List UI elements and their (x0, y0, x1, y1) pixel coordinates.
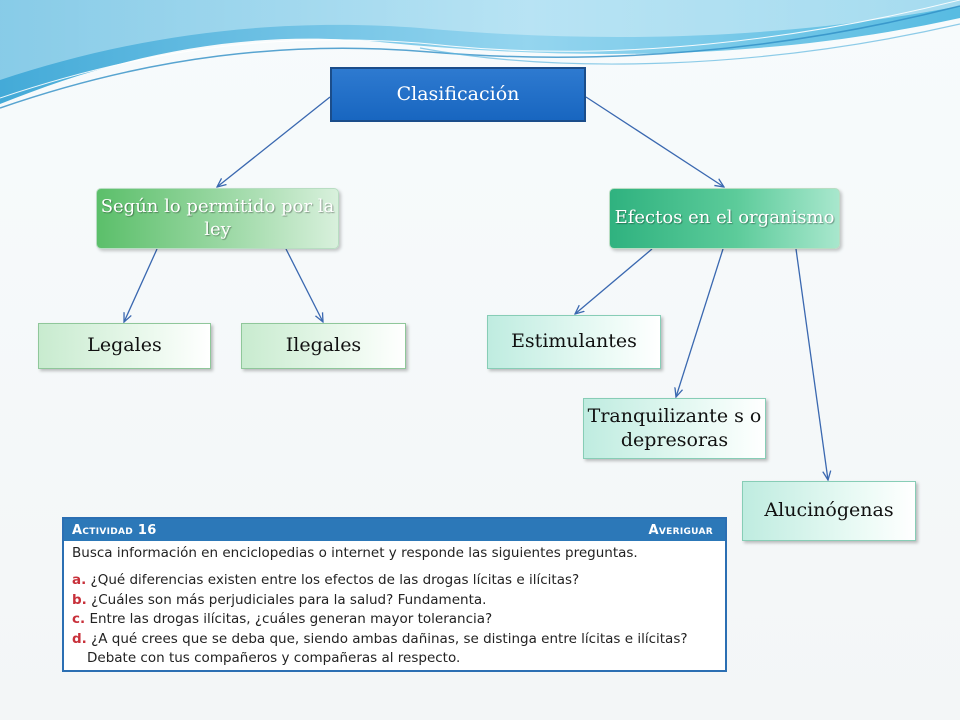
leaf-node-estimulantes: Estimulantes (487, 315, 661, 369)
activity-header: Actividad 16 Averiguar (64, 519, 725, 541)
question-item: a. ¿Qué diferencias existen entre los ef… (72, 571, 717, 591)
question-text: ¿Cuáles son más perjudiciales para la sa… (91, 591, 487, 608)
connector-effects-to-tranquilizantes (676, 248, 724, 397)
connector-legal-to-ilegales (285, 248, 323, 322)
leaf-node-tranquilizantes: Tranquilizante s o depresoras (583, 398, 766, 459)
leaf-node-ilegales-label: Ilegales (285, 334, 362, 357)
activity-tag: Averiguar (648, 522, 713, 538)
root-node-label: Clasificación (396, 82, 520, 105)
question-list: a. ¿Qué diferencias existen entre los ef… (72, 571, 717, 669)
question-letter: c. (72, 611, 86, 627)
question-letter: a. (72, 572, 87, 588)
activity-body: Busca información en enciclopedias o int… (64, 541, 725, 669)
branch-node-legal-label: Según lo permitido por la ley (100, 196, 335, 240)
leaf-node-alucinogenas-label: Alucinógenas (764, 499, 894, 522)
root-node-clasificacion: Clasificación (330, 67, 586, 122)
activity-intro: Busca información en enciclopedias o int… (72, 545, 638, 561)
activity-title: Actividad 16 (72, 522, 157, 538)
leaf-node-legales-label: Legales (87, 334, 162, 357)
connector-legal-to-legales (124, 248, 158, 322)
question-item: c. Entre las drogas ilícitas, ¿cuáles ge… (72, 610, 717, 630)
branch-node-effects: Efectos en el organismo (609, 188, 840, 249)
question-continuation: Debate con tus compañeros y compañeras a… (87, 650, 461, 666)
question-letter: d. (72, 630, 87, 647)
question-item: d. ¿A qué crees que se deba que, siendo … (72, 630, 717, 650)
connector-effects-to-estimulantes (575, 248, 653, 314)
leaf-node-estimulantes-label: Estimulantes (511, 330, 637, 353)
leaf-node-legales: Legales (38, 323, 211, 369)
question-text: ¿Qué diferencias existen entre los efect… (90, 572, 580, 588)
question-text: Entre las drogas ilícitas, ¿cuáles gener… (89, 611, 493, 627)
branch-node-effects-label: Efectos en el organismo (614, 207, 835, 229)
leaf-node-ilegales: Ilegales (241, 323, 406, 369)
leaf-node-tranquilizantes-label: Tranquilizante s o depresoras (587, 404, 762, 451)
activity-box: Actividad 16 Averiguar Busca información… (62, 517, 727, 672)
branch-node-legal: Según lo permitido por la ley (96, 188, 339, 249)
header-wave-decoration (0, 0, 960, 109)
question-item: b. ¿Cuáles son más perjudiciales para la… (72, 591, 717, 611)
question-letter: b. (72, 591, 87, 608)
question-text: ¿A qué crees que se deba que, siendo amb… (91, 630, 688, 647)
leaf-node-alucinogenas: Alucinógenas (742, 481, 916, 541)
connector-effects-to-alucinogenas (795, 248, 828, 480)
